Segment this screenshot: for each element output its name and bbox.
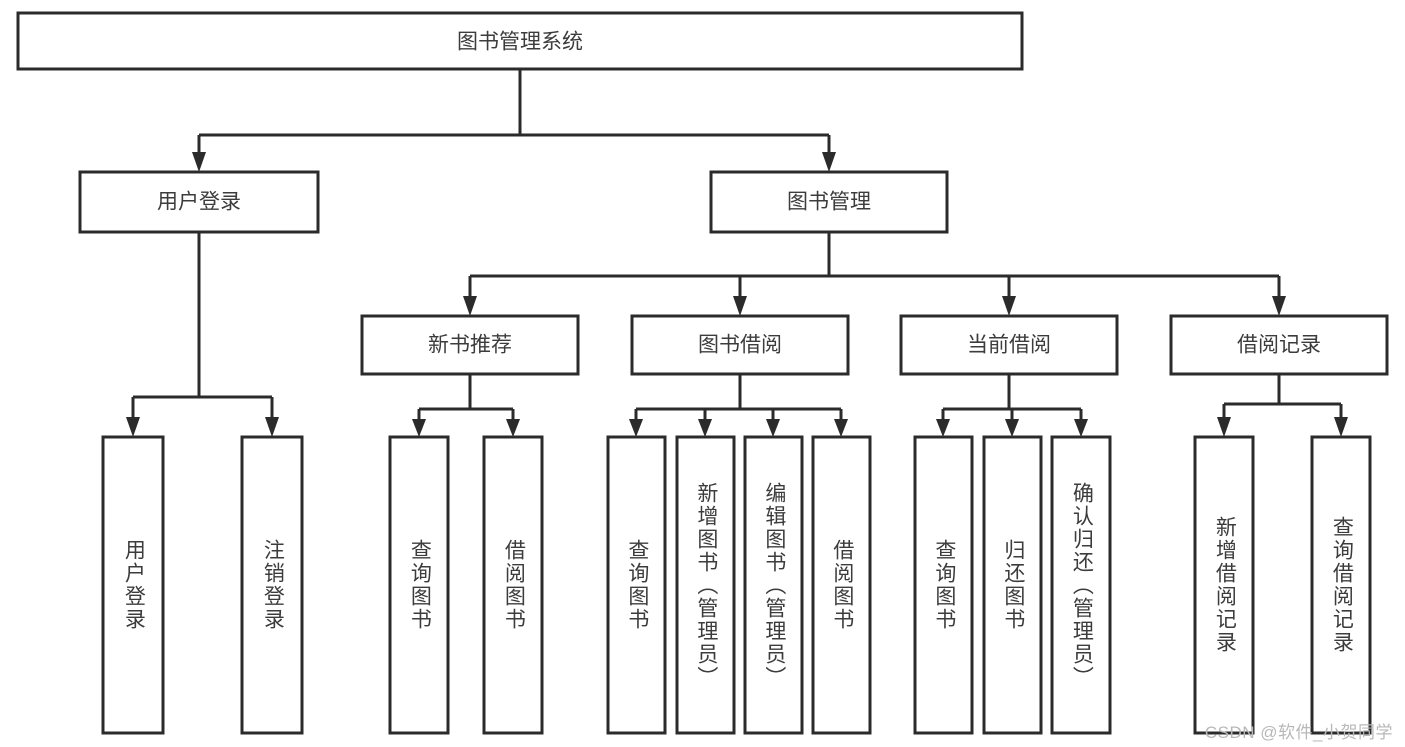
arrowhead-new-book-rec (463, 296, 477, 316)
arrowhead-leaf-confirm-return (1074, 419, 1088, 437)
arrowhead-book-borrow (733, 296, 747, 316)
csdn-watermark: CSDN @软件_小贺同学 (1204, 723, 1393, 742)
node-current-borrow[interactable]: 当前借阅 (899, 314, 1119, 376)
arrowhead-book-manage (822, 152, 836, 172)
node-borrow-record-rect[interactable] (1169, 314, 1389, 376)
node-book-borrow[interactable]: 图书借阅 (630, 314, 850, 376)
node-root[interactable]: 图书管理系统 (16, 11, 1024, 71)
leaf-user-login-rect[interactable] (101, 435, 165, 735)
node-book-manage-rect[interactable] (709, 170, 949, 234)
connector-group-root-to-level2 (192, 69, 836, 172)
leaf-logout-rect[interactable] (240, 435, 304, 735)
node-root-rect[interactable] (16, 11, 1024, 71)
leaf-boxes (101, 435, 1372, 735)
arrowhead-leaf-query-record (1334, 417, 1348, 437)
node-book-borrow-rect[interactable] (630, 314, 850, 376)
leaf-confirm-return-rect[interactable] (1050, 435, 1112, 735)
node-book-manage-label: 图书管理 (787, 191, 871, 214)
leaf-borrow-book-2-rect[interactable] (811, 435, 872, 735)
arrowhead-leaf-add-book (698, 419, 712, 437)
leaf-borrow-book-1-rect[interactable] (482, 435, 544, 735)
connector-group-current-borrow-to-leaves (936, 374, 1088, 437)
leaf-query-book-2-rect[interactable] (606, 435, 667, 735)
arrowhead-leaf-query-book-1 (412, 419, 426, 437)
arrowhead-current-borrow (1002, 296, 1016, 316)
leaf-add-record-rect[interactable] (1193, 435, 1255, 735)
arrowhead-leaf-add-record (1217, 417, 1231, 437)
leaf-query-book-1-rect[interactable] (388, 435, 450, 735)
node-user-login[interactable]: 用户登录 (78, 170, 320, 234)
leaf-add-book-rect[interactable] (675, 435, 736, 735)
node-book-manage[interactable]: 图书管理 (709, 170, 949, 234)
node-book-borrow-label: 图书借阅 (698, 334, 782, 357)
leaf-edit-book-rect[interactable] (743, 435, 804, 735)
node-current-borrow-rect[interactable] (899, 314, 1119, 376)
arrowhead-leaf-edit-book (766, 419, 780, 437)
arrowhead-leaf-logout (265, 417, 279, 437)
leaf-query-record-rect[interactable] (1310, 435, 1372, 735)
node-user-login-label: 用户登录 (157, 191, 241, 214)
node-new-book-rec-label: 新书推荐 (428, 334, 512, 357)
connector-group-book-manage-to-level3 (463, 232, 1286, 316)
arrowhead-leaf-return-book (1005, 419, 1019, 437)
arrowhead-leaf-query-book-2 (629, 419, 643, 437)
node-new-book-rec-rect[interactable] (360, 314, 580, 376)
arrowhead-leaf-query-book-3 (936, 419, 950, 437)
node-borrow-record-label: 借阅记录 (1237, 334, 1321, 357)
connector-group-new-book-rec-to-leaves (412, 374, 520, 437)
leaf-return-book-rect[interactable] (982, 435, 1043, 735)
arrowhead-leaf-user-login (126, 417, 140, 437)
arrowhead-user-login (192, 152, 206, 172)
node-current-borrow-label: 当前借阅 (967, 334, 1051, 357)
node-root-label: 图书管理系统 (457, 31, 583, 54)
leaf-query-book-3-rect[interactable] (913, 435, 974, 735)
node-user-login-rect[interactable] (78, 170, 320, 234)
node-new-book-rec[interactable]: 新书推荐 (360, 314, 580, 376)
connector-group-borrow-record-to-leaves (1217, 374, 1348, 437)
arrowhead-leaf-borrow-book-1 (506, 419, 520, 437)
arrowhead-leaf-borrow-book-2 (834, 419, 848, 437)
arrowhead-borrow-record (1272, 296, 1286, 316)
connector-group-book-borrow-to-leaves (629, 374, 848, 437)
connector-group-user-login-to-leaves (126, 232, 279, 437)
node-borrow-record[interactable]: 借阅记录 (1169, 314, 1389, 376)
